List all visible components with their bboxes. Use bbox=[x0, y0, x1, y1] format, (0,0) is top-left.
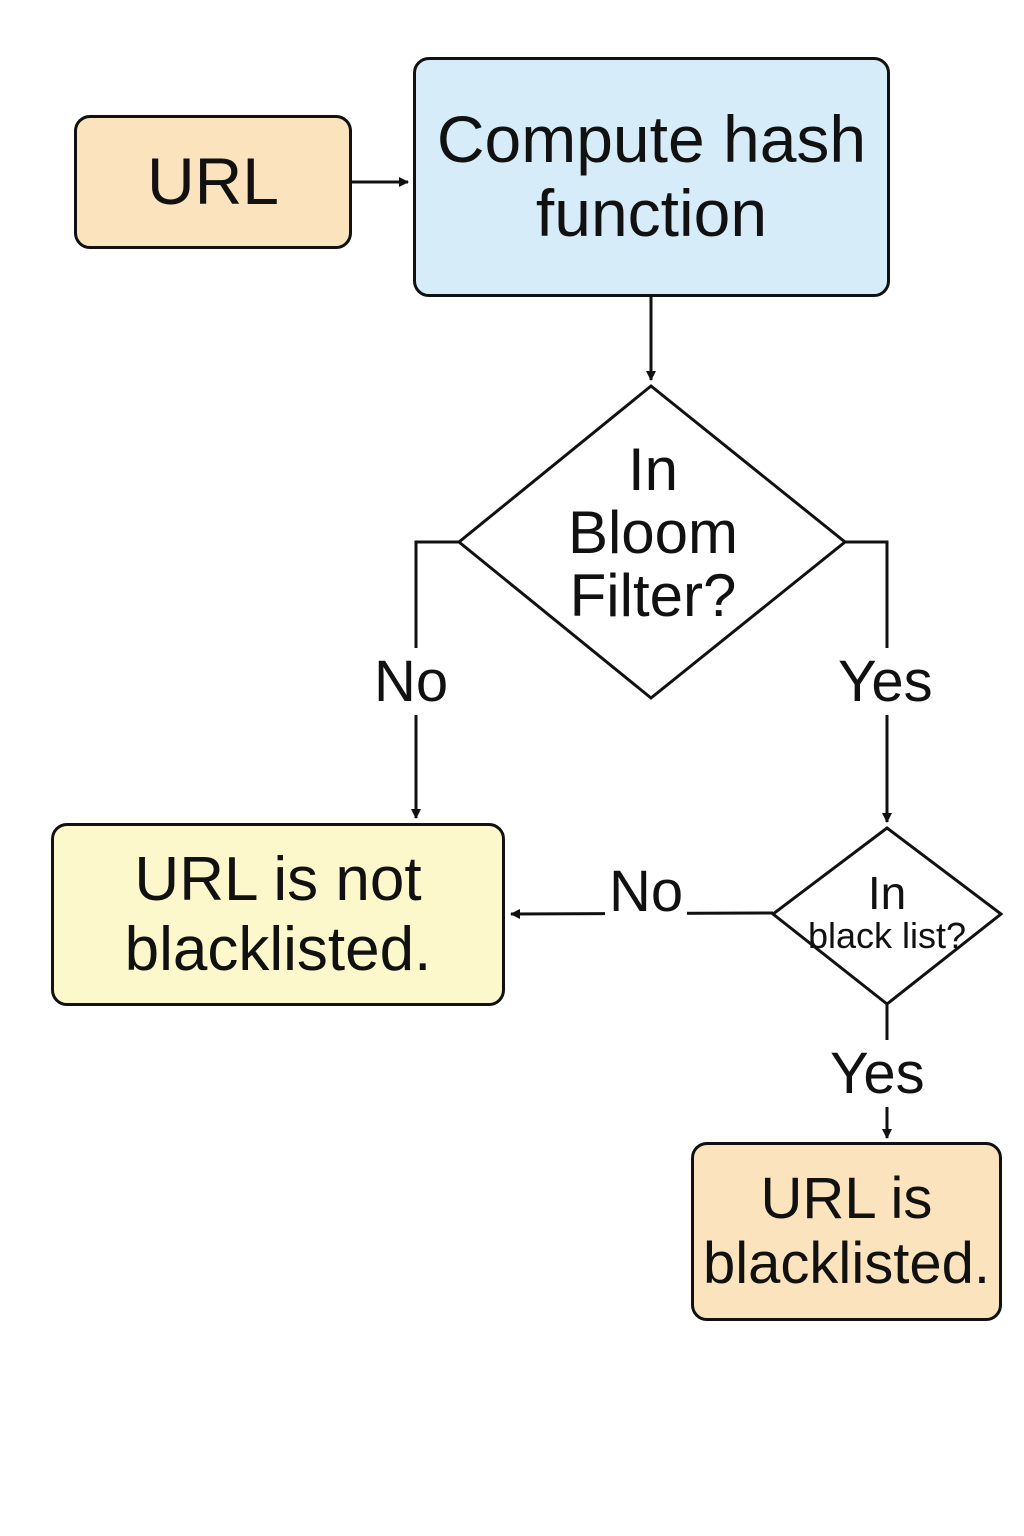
black-list-question: In black list? bbox=[790, 862, 984, 962]
not-blacklisted-line1: URL is not bbox=[134, 845, 422, 915]
not-blacklisted-node: URL is not blacklisted. bbox=[51, 823, 505, 1006]
list-no-label: No bbox=[605, 858, 688, 925]
edge-bloom-yes bbox=[845, 540, 892, 823]
bloom-filter-question: In Bloom Filter? bbox=[540, 432, 766, 632]
bloom-yes-label: Yes bbox=[834, 648, 937, 715]
bloom-filter-diamond bbox=[456, 384, 848, 700]
blacklisted-line1: URL is bbox=[760, 1165, 933, 1231]
list-yes-label: Yes bbox=[826, 1040, 929, 1107]
url-node-label: URL bbox=[146, 144, 280, 219]
bloom-no-label: No bbox=[370, 648, 453, 715]
black-list-line2: black list? bbox=[807, 915, 967, 957]
blacklisted-node: URL is blacklisted. bbox=[691, 1142, 1002, 1321]
url-node: URL bbox=[74, 115, 352, 249]
black-list-line1: In bbox=[867, 866, 907, 919]
bloom-label-line2: Bloom bbox=[567, 498, 739, 566]
bloom-label-line1: In bbox=[627, 435, 679, 503]
edge-bloom-no bbox=[411, 540, 459, 819]
blacklisted-line2: blacklisted. bbox=[703, 1230, 990, 1296]
not-blacklisted-line2: blacklisted. bbox=[124, 914, 432, 984]
bloom-label-line3: Filter? bbox=[569, 561, 737, 629]
compute-hash-label: Compute hash function bbox=[436, 102, 867, 250]
compute-hash-node: Compute hash function bbox=[413, 57, 890, 297]
